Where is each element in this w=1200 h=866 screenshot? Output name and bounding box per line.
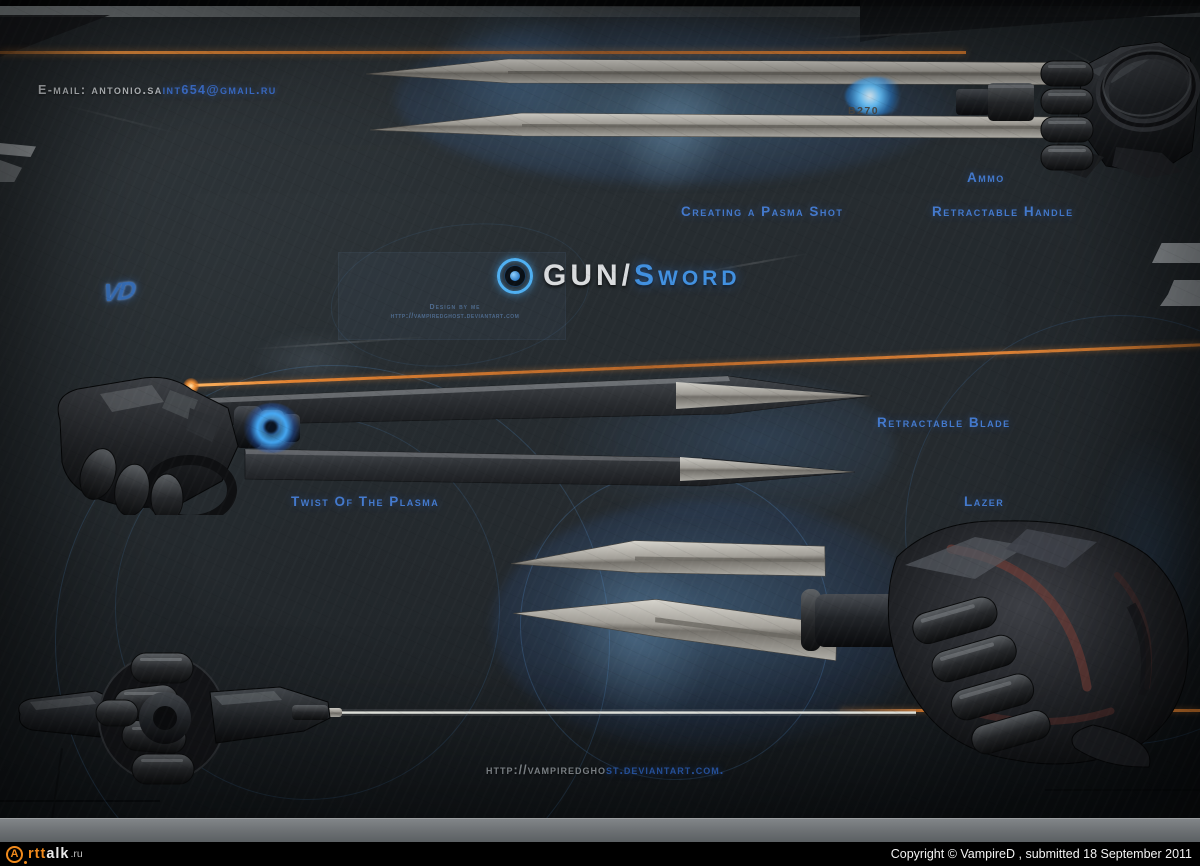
target-icon [497, 258, 533, 294]
logo-dot [24, 861, 27, 864]
gunsword-top-view [365, 41, 1200, 178]
label-creating-plasma-shot: Creating a Pasma Shot [681, 204, 844, 219]
plasma-twist-glow [243, 403, 301, 453]
label-twist-of-plasma: Twist Of The Plasma [291, 494, 440, 509]
scratch-mark [61, 103, 179, 134]
right-edge-hud-bar [1152, 243, 1200, 263]
title-sword: Sword [634, 259, 741, 292]
label-lazer: Lazer [964, 494, 1005, 509]
url-prefix: http://vampiredgho [486, 763, 606, 777]
credit-line-2: http://vampiredghost.deviantart.com [390, 311, 520, 320]
arttalk-logo-circle: A [6, 845, 23, 863]
top-black-strip [0, 0, 1200, 7]
artist-email: E-mail: antonio.saint654@gmail.ru [38, 83, 277, 97]
copyright-text: Copyright © VampireD , submitted 18 Sept… [890, 847, 1192, 861]
artist-signature: VD [101, 276, 136, 308]
bottom-right-frame-line [1045, 789, 1200, 791]
title-text: GUN/Sword [543, 259, 741, 293]
label-retractable-blade: Retractable Blade [877, 415, 1011, 430]
gunsword-retracted-view [18, 652, 916, 785]
label-ammo: Ammo [967, 170, 1005, 185]
title-gun: GUN/ [543, 259, 634, 292]
blade-engraving: B270 [848, 105, 880, 117]
url-highlight: st.deviantart.com. [605, 763, 725, 777]
logo-orange-letters: rtt [28, 846, 47, 862]
artwork-title: GUN/Sword [497, 258, 741, 294]
credit-block: Design by me http://vampiredghost.devian… [345, 304, 565, 320]
right-edge-hud-bar [1160, 280, 1200, 306]
gunsword-fist-view [510, 520, 1189, 768]
logo-white-letters: alk [46, 846, 70, 862]
left-edge-hud-bar [0, 143, 36, 157]
credit-line-1: Design by me [429, 304, 481, 311]
top-gray-strip [0, 6, 1200, 17]
orange-energy-line-top [0, 51, 966, 54]
deviantart-url: http://vampiredghost.deviantart.com. [486, 763, 724, 777]
bottom-left-frame-line [0, 800, 160, 802]
gunsword-middle-view [57, 375, 873, 515]
label-retractable-handle: Retractable Handle [932, 204, 1074, 219]
concept-art-canvas: E-mail: antonio.saint654@gmail.ru Ammo C… [0, 0, 1200, 820]
logo-circled-letter: A [10, 848, 19, 860]
footer-gray-band [0, 818, 1200, 842]
footer-black-bar [0, 842, 1200, 866]
email-highlight: int654@gmail.ru [162, 83, 277, 97]
email-prefix: E-mail: antonio.sa [38, 83, 163, 97]
logo-domain: .ru [70, 848, 83, 860]
plasma-shot-glow [845, 77, 907, 115]
left-edge-hud-bar [0, 160, 22, 182]
